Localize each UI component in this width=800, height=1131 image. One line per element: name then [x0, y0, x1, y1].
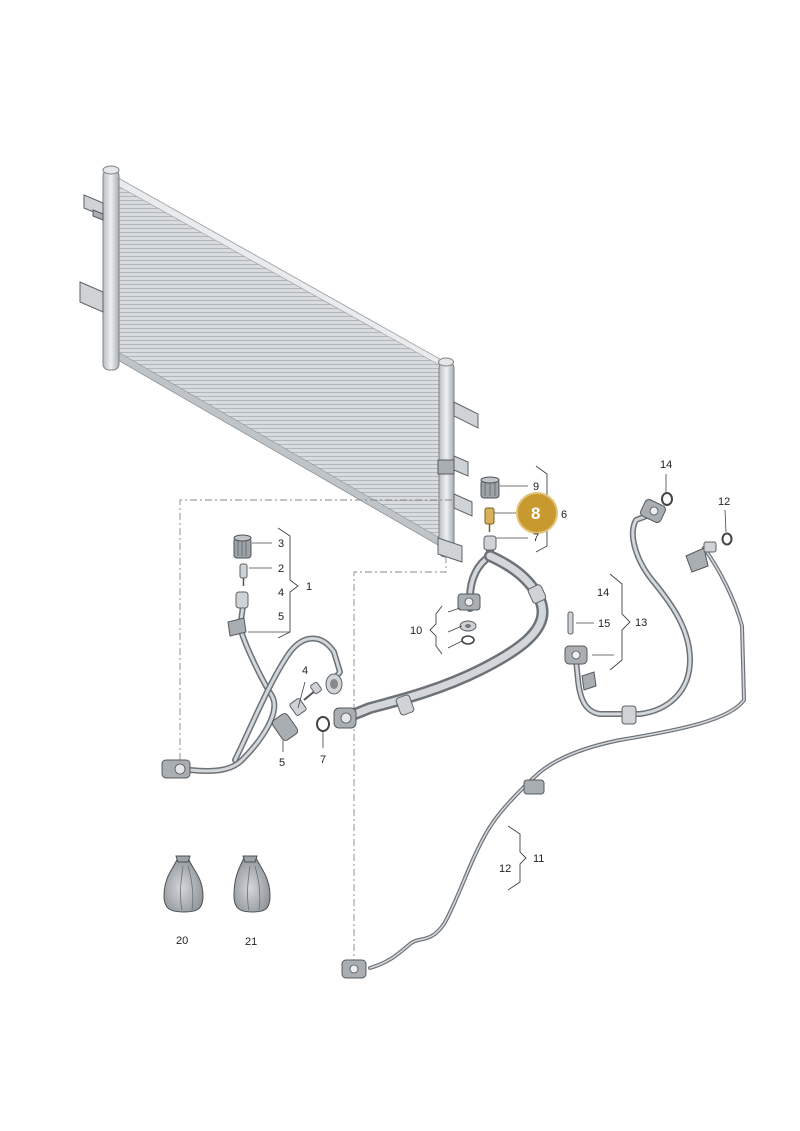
- label-1: 1: [306, 581, 312, 593]
- highlight-marker-8[interactable]: [516, 492, 558, 534]
- pipe-assembly-13: [564, 499, 693, 725]
- o-ring-12-top: [721, 532, 733, 546]
- seal-set-10: [459, 620, 477, 645]
- label-21: 21: [245, 936, 257, 948]
- label-12b: 12: [499, 863, 511, 875]
- callout-labels: 3 2 1 4 5 4 5 7 9 8 6 7 10 14 12 14 15 1…: [176, 459, 730, 948]
- o-ring-14-top: [661, 492, 673, 506]
- label-15: 15: [598, 618, 610, 630]
- valve-core-4: [303, 681, 322, 701]
- label-10: 10: [410, 625, 422, 637]
- leader-lines: [248, 465, 727, 891]
- label-7b: 7: [533, 532, 539, 544]
- label-14b: 14: [597, 587, 609, 599]
- pin-15: [567, 611, 574, 635]
- label-4b: 4: [302, 665, 308, 677]
- pipe-clip: [227, 617, 247, 637]
- valve-cap-3: [233, 534, 252, 559]
- condenser: [79, 165, 479, 563]
- valve-core-8: [484, 507, 495, 532]
- service-valve-fitting: [235, 591, 249, 609]
- pipe-assembly-1: [161, 591, 343, 779]
- label-12a: 12: [718, 496, 730, 508]
- pipe-assembly-11: [341, 541, 746, 979]
- valve-cap-9: [480, 476, 500, 499]
- valve-core-2: [239, 563, 248, 586]
- label-4a: 4: [278, 587, 284, 599]
- label-5a: 5: [278, 611, 284, 623]
- label-6: 6: [561, 509, 567, 521]
- label-5b: 5: [279, 757, 285, 769]
- label-8: 8: [531, 504, 540, 523]
- desiccant-bag-21: [233, 855, 271, 913]
- label-9: 9: [533, 481, 539, 493]
- center-hose: [333, 535, 549, 729]
- label-11: 11: [533, 853, 544, 865]
- label-2: 2: [278, 563, 284, 575]
- o-ring-7-left: [316, 716, 330, 732]
- label-3: 3: [278, 538, 284, 550]
- desiccant-bag-20: [163, 855, 204, 913]
- label-14a: 14: [660, 459, 672, 471]
- label-7a: 7: [320, 754, 326, 766]
- label-20: 20: [176, 935, 188, 947]
- label-13: 13: [635, 617, 647, 629]
- reference-lines: [179, 499, 452, 965]
